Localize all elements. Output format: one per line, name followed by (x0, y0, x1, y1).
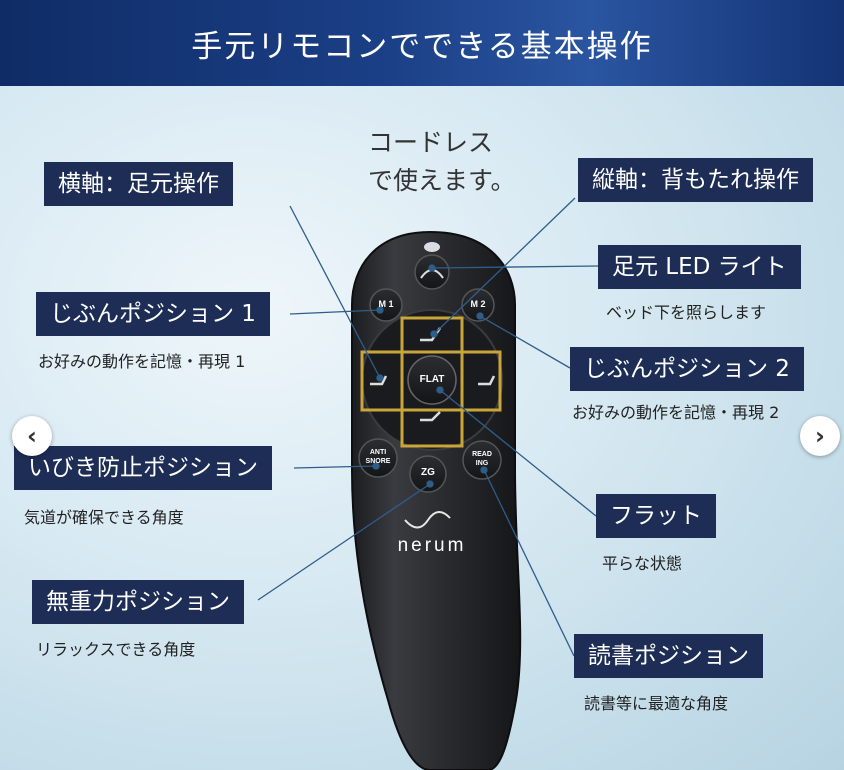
back-down-icon (420, 411, 441, 422)
zg-button (409, 455, 447, 493)
desc-position-1: お好みの動作を記憶・再現 1 (38, 352, 246, 371)
label-horizontal-axis: 横軸：足元操作 (44, 162, 233, 206)
reading-label-line2: ING (475, 460, 489, 467)
label-flat: フラット (596, 494, 716, 538)
brand-wave-icon (404, 511, 451, 529)
desc-flat: 平らな状態 (602, 554, 683, 573)
antisnore-label-line2: SNORE (365, 458, 391, 465)
flat-button-label: FLAT (419, 374, 445, 385)
label-vertical-axis: 縦軸：背もたれ操作 (578, 158, 813, 202)
desc-antisnore: 気道が確保できる角度 (24, 508, 184, 527)
reading-button (462, 440, 502, 480)
label-reading: 読書ポジション (574, 634, 763, 678)
antisnore-label-line1: ANTI (369, 449, 387, 456)
page-banner: 手元リモコンでできる基本操作 (0, 0, 844, 86)
carousel-next-button[interactable]: › (800, 416, 840, 456)
label-antisnore: いびき防止ポジション (14, 446, 272, 490)
zg-button-label: ZG (421, 467, 435, 478)
desc-reading: 読書等に最適な角度 (584, 694, 729, 713)
cordless-line1: コードレス (368, 128, 494, 157)
label-position-1: じぶんポジション 1 (36, 292, 270, 336)
antisnore-button (358, 438, 398, 478)
m2-button (461, 288, 495, 322)
chevron-right-icon: › (815, 422, 825, 450)
m2-button-label: M 2 (470, 299, 486, 309)
cordless-line2: で使えます。 (368, 166, 516, 195)
flat-button (407, 355, 457, 405)
cordless-note: コードレス で使えます。 (368, 124, 516, 200)
reading-label-line1: READ (472, 451, 492, 458)
led-indicator (424, 242, 440, 252)
foot-left-icon (370, 375, 388, 386)
light-button (414, 254, 450, 290)
chevron-left-icon: ‹ (27, 422, 37, 450)
brand-logo-text: nerum (397, 535, 467, 556)
foot-right-icon (478, 375, 496, 386)
back-up-icon (420, 327, 442, 342)
desc-zero-gravity: リラックスできる角度 (36, 640, 196, 659)
carousel-prev-button[interactable]: ‹ (12, 416, 52, 456)
desc-position-2: お好みの動作を記憶・再現 2 (572, 403, 780, 422)
label-led-light: 足元 LED ライト (598, 245, 801, 289)
m1-button-label: M 1 (378, 299, 394, 309)
desc-led-light: ベッド下を照らします (606, 303, 767, 322)
page-title: 手元リモコンでできる基本操作 (191, 28, 653, 65)
label-position-2: じぶんポジション 2 (570, 347, 804, 391)
label-zero-gravity: 無重力ポジション (32, 580, 244, 624)
